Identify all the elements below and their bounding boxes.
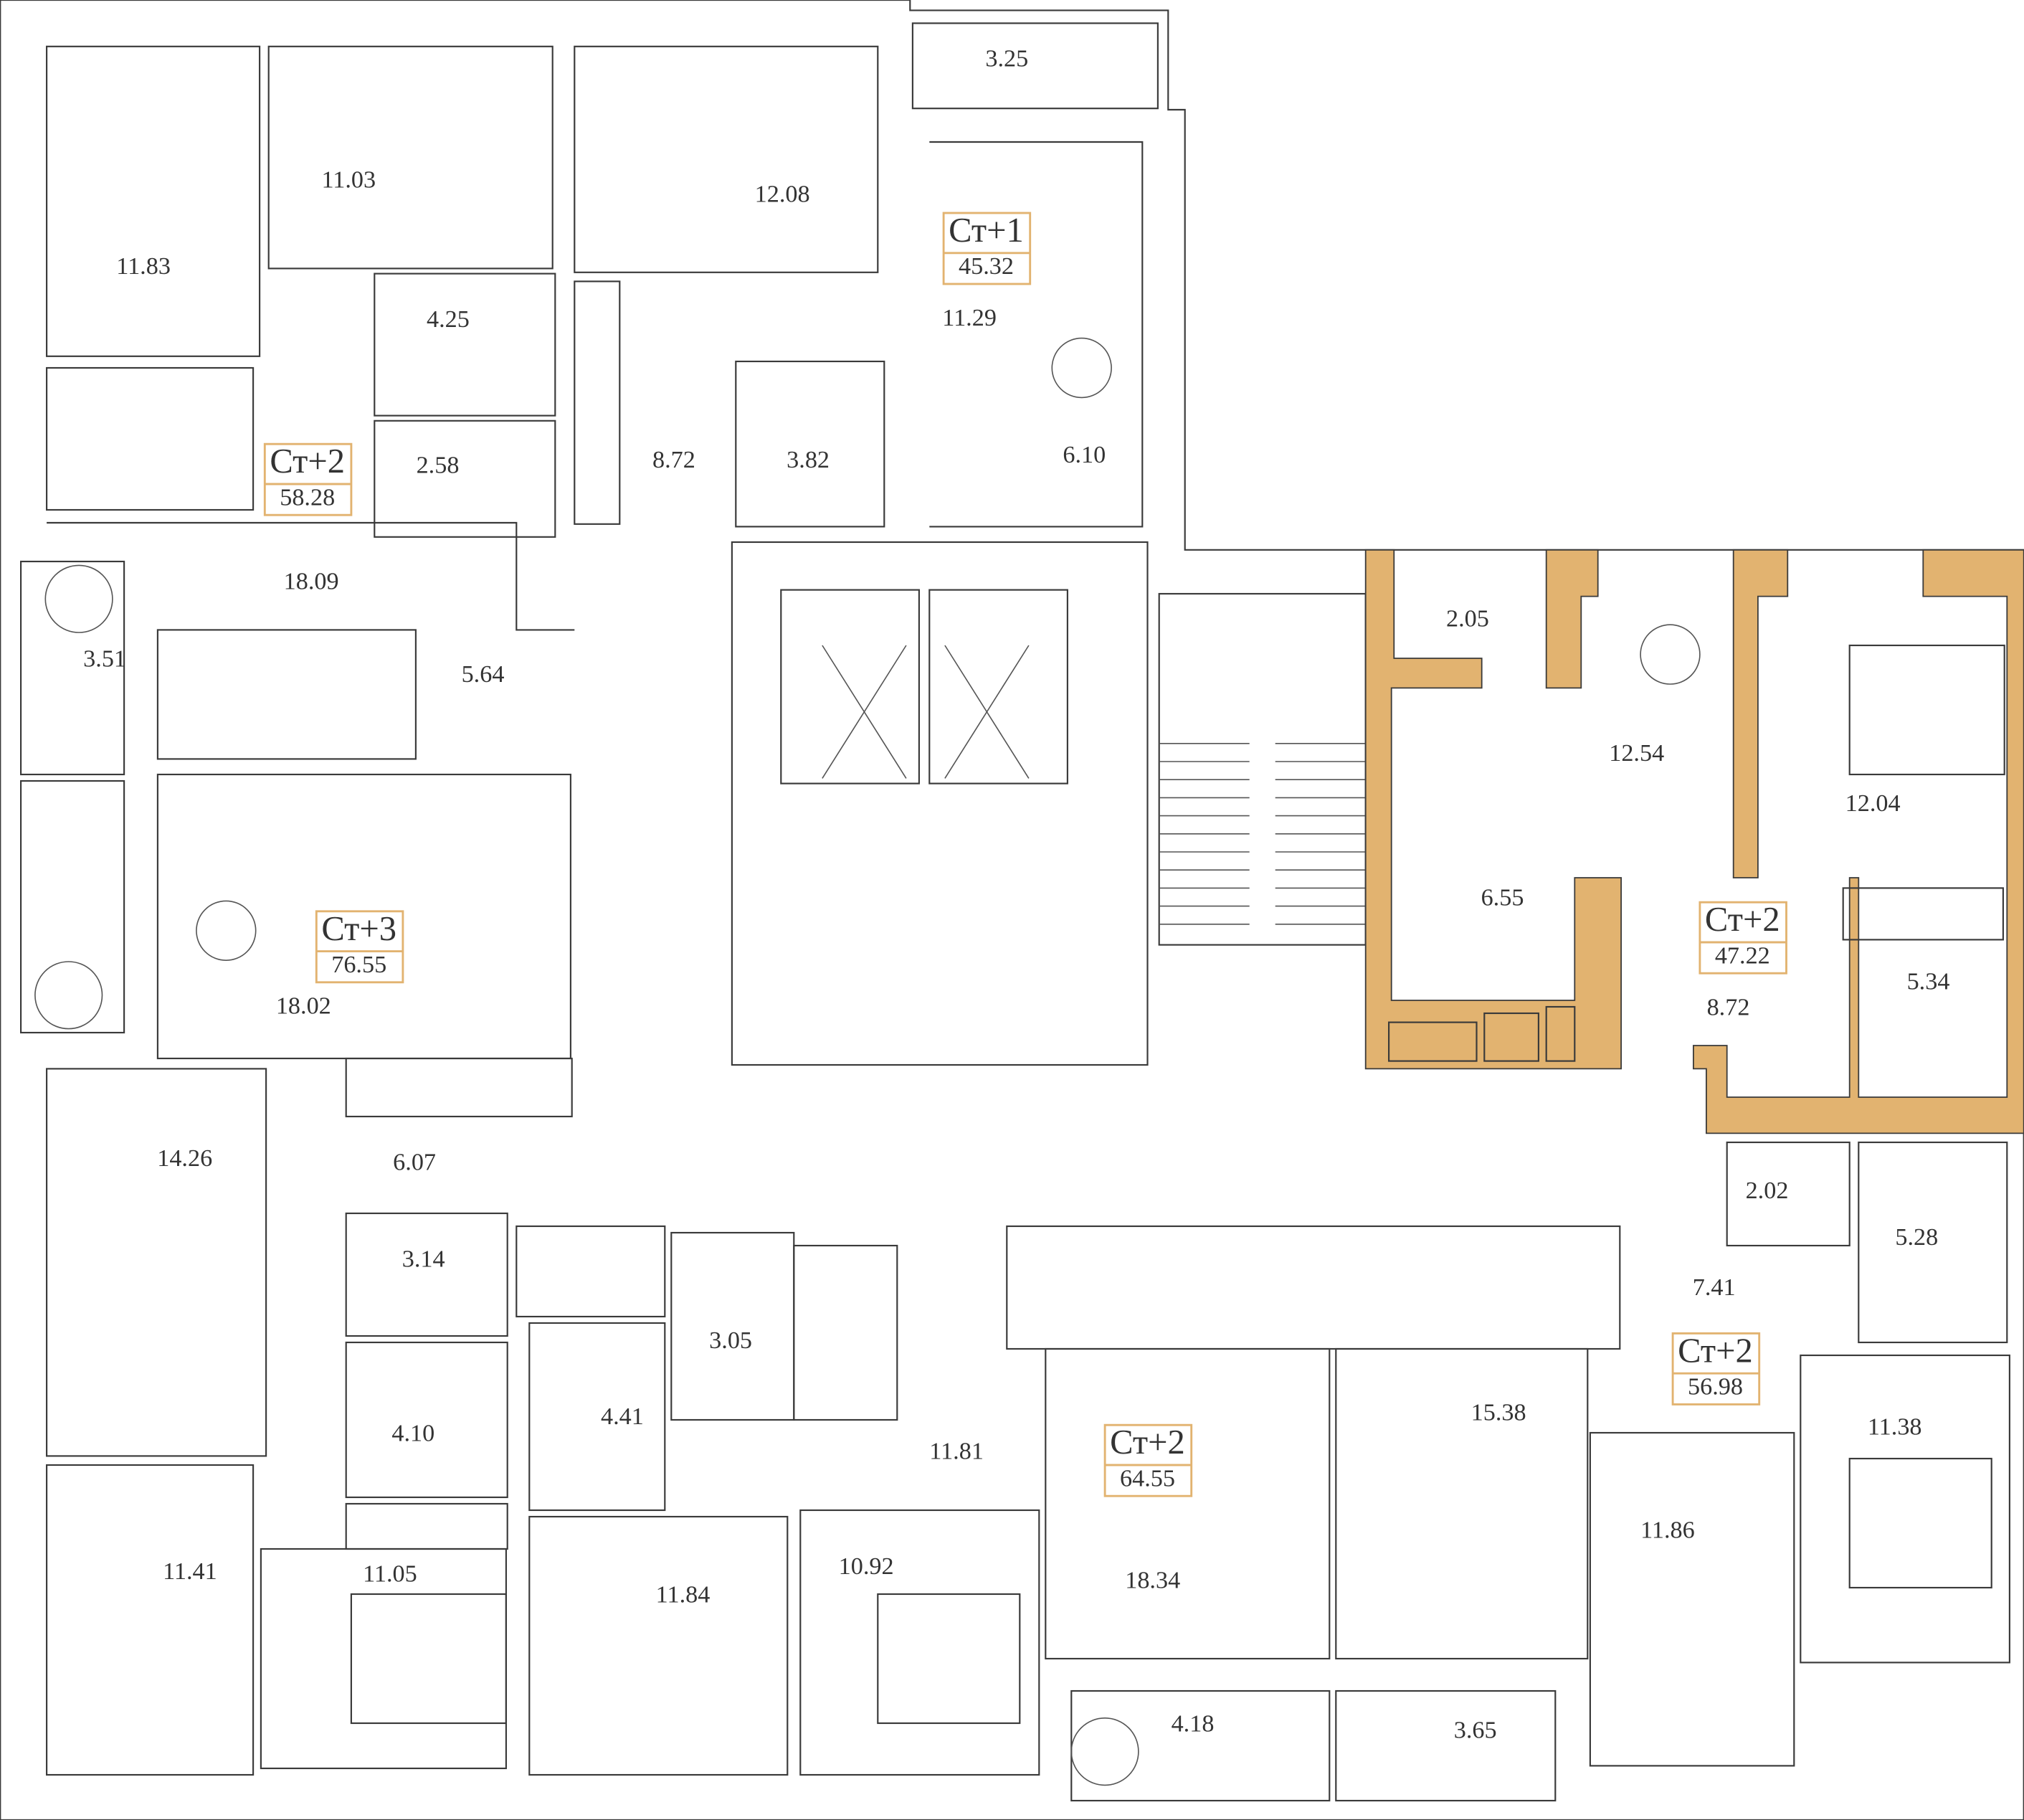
room-area-labels: 11.83 11.03 12.08 3.25 11.29 4.25 2.58 8… — [83, 45, 1949, 1743]
room-area: 5.64 — [462, 661, 505, 688]
room-area: 3.14 — [402, 1246, 445, 1272]
room-area: 3.05 — [709, 1327, 752, 1354]
room-area: 11.41 — [163, 1558, 217, 1585]
apartment-labels: Ст+1 45.32 Ст+2 58.28 Ст+3 76.55 Ст+2 47… — [263, 211, 1787, 1497]
highlighted-apartment — [1364, 549, 2024, 1134]
room-area: 11.83 — [116, 253, 171, 280]
apartment-type: Ст+2 — [1705, 900, 1780, 939]
room-area: 4.10 — [391, 1420, 434, 1446]
room-area: 3.51 — [83, 645, 126, 672]
apartment-label: Ст+2 58.28 — [263, 442, 353, 516]
room-area: 18.34 — [1125, 1568, 1180, 1594]
apartment-label: Ст+3 76.55 — [315, 909, 404, 984]
apartment-area: 64.55 — [1120, 1465, 1175, 1492]
room-area: 6.07 — [393, 1149, 436, 1175]
room-area: 15.38 — [1471, 1400, 1526, 1426]
apartment-type: Ст+2 — [1678, 1331, 1753, 1370]
room-area: 11.86 — [1640, 1517, 1695, 1543]
room-area: 2.02 — [1746, 1177, 1789, 1204]
apartment-type: Ст+1 — [949, 211, 1024, 250]
apartment-area: 58.28 — [280, 484, 335, 511]
apartment-type: Ст+2 — [1110, 1423, 1185, 1461]
room-area: 2.05 — [1446, 606, 1489, 632]
apartment-area: 76.55 — [331, 952, 386, 978]
room-area: 4.25 — [427, 306, 470, 333]
room-area: 8.72 — [652, 447, 695, 473]
room-area: 11.05 — [363, 1561, 417, 1588]
apartment-type: Ст+3 — [321, 909, 396, 948]
room-area: 8.72 — [1707, 994, 1750, 1020]
apartment-type: Ст+2 — [270, 442, 345, 480]
room-area: 7.41 — [1693, 1274, 1736, 1301]
walls-lower — [34, 337, 2010, 1802]
room-area: 11.29 — [942, 305, 997, 331]
room-area: 3.65 — [1454, 1717, 1497, 1743]
room-area: 14.26 — [157, 1145, 212, 1172]
room-area: 6.55 — [1481, 884, 1524, 911]
apartment-area: 56.98 — [1688, 1374, 1743, 1400]
apartment-label: Ст+2 64.55 — [1103, 1423, 1193, 1497]
room-area: 18.09 — [284, 568, 339, 594]
room-area: 3.25 — [985, 45, 1028, 72]
room-area: 6.10 — [1063, 442, 1106, 468]
stairs — [1159, 742, 1366, 925]
room-area: 18.02 — [276, 993, 331, 1020]
room-area: 4.18 — [1172, 1710, 1215, 1737]
room-area: 4.41 — [601, 1403, 644, 1430]
apartment-area: 45.32 — [959, 253, 1014, 280]
room-area: 3.82 — [787, 447, 830, 473]
room-area: 10.92 — [839, 1553, 894, 1580]
room-area: 11.38 — [1868, 1413, 1922, 1440]
apartment-label: Ст+2 56.98 — [1671, 1331, 1761, 1406]
room-area: 5.28 — [1895, 1224, 1938, 1251]
room-area: 2.58 — [417, 452, 460, 478]
room-area: 12.08 — [755, 181, 810, 207]
room-area: 11.03 — [321, 167, 376, 194]
room-area: 11.81 — [929, 1439, 984, 1465]
room-area: 5.34 — [1907, 968, 1950, 995]
apartment-label: Ст+2 47.22 — [1698, 900, 1787, 975]
apartment-label: Ст+1 45.32 — [942, 211, 1032, 285]
apartment-area: 47.22 — [1715, 942, 1770, 969]
room-area: 11.84 — [656, 1581, 711, 1608]
room-area: 12.04 — [1845, 790, 1901, 817]
room-area: 12.54 — [1609, 740, 1664, 767]
